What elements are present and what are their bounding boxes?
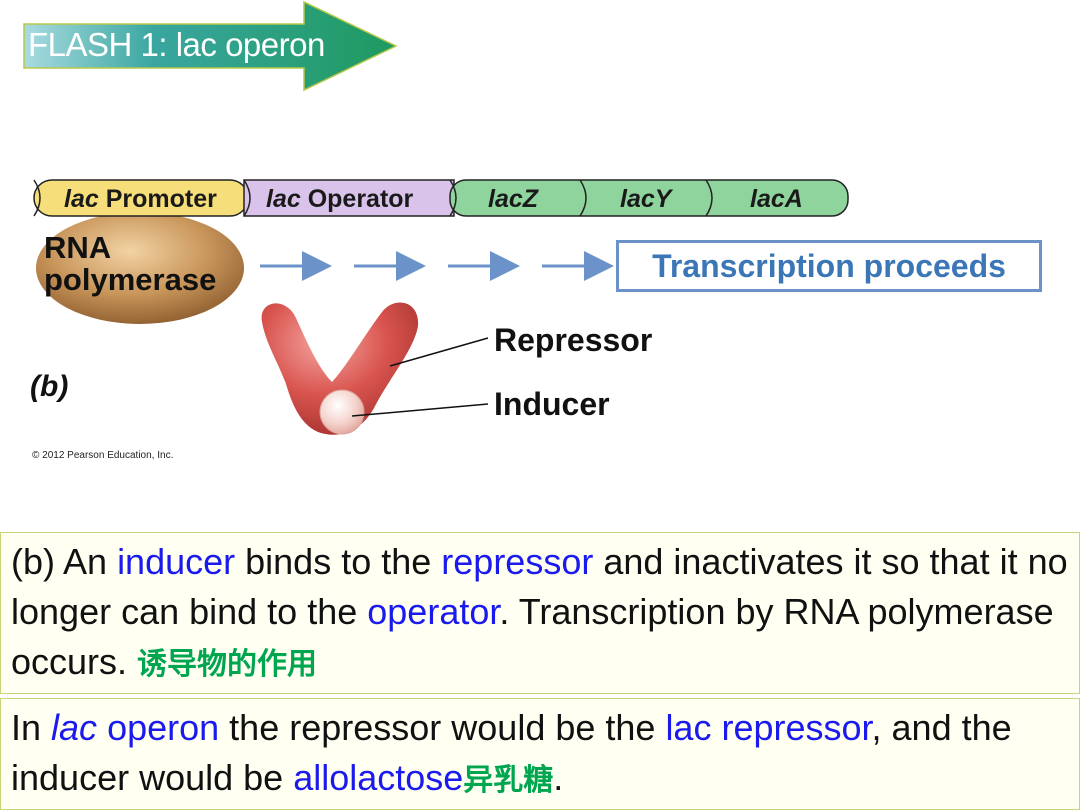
page-title: FLASH 1: lac operon: [28, 26, 325, 63]
transcription-label: Transcription proceeds: [652, 247, 1006, 284]
caption-text: and inactivates it so that it no longer …: [11, 541, 1068, 632]
caption-box-2: In lac operon the repressor would be the…: [0, 698, 1080, 810]
lac-operon-diagram: lac Promoter lac Operator lacZ lacY lacA: [33, 179, 849, 435]
laca-label: lacA: [750, 185, 803, 213]
caption-text: the repressor would be the: [219, 707, 666, 748]
lacy-label: lacY: [620, 185, 674, 213]
chinese-note-allolactose: 异乳糖: [463, 763, 554, 798]
caption-text: (b) An: [11, 541, 118, 582]
caption-box-1: (b) An inducer binds to the repressor an…: [0, 532, 1080, 694]
term-operon: operon: [97, 707, 220, 748]
repressor-leader-line: [389, 337, 489, 367]
caption-text: In: [11, 707, 52, 748]
caption-text: binds to the: [235, 541, 442, 582]
copyright-text: © 2012 Pearson Education, Inc.: [32, 450, 174, 461]
term-lac-repressor: lac repressor: [665, 707, 872, 748]
rna-polymerase-label: RNA polymerase: [44, 230, 217, 297]
inducer-shape: [319, 389, 365, 435]
term-inducer: inducer: [117, 541, 236, 582]
repressor-label: Repressor: [494, 322, 653, 358]
transcription-box: Transcription proceeds: [616, 240, 1042, 292]
promoter-label: lac Promoter: [64, 185, 217, 213]
banner-arrow-shape: [23, 0, 398, 92]
term-allolactose: allolactose: [293, 757, 464, 798]
term-repressor: repressor: [441, 541, 594, 582]
inducer-leader-line: [351, 403, 489, 417]
gene-bar: [33, 179, 849, 217]
term-lac: lac: [51, 707, 98, 748]
genes-segment: [449, 179, 849, 217]
inducer-label: Inducer: [494, 386, 610, 422]
operator-segment: [243, 179, 455, 217]
rna-polymerase-shape: [36, 212, 244, 324]
operator-label: lac Operator: [266, 185, 414, 213]
caption-text: . Transcription by RNA polymerase occurs…: [11, 591, 1054, 682]
chinese-note-inducer-role: 诱导物的作用: [137, 647, 318, 682]
lacz-label: lacZ: [488, 185, 540, 213]
repressor-shape: [261, 302, 419, 435]
caption-text: .: [553, 757, 564, 798]
title-banner: FLASH 1: lac operon: [22, 0, 398, 92]
term-operator: operator: [367, 591, 500, 632]
panel-label: (b): [30, 370, 69, 403]
caption-text: , and the inducer would be: [11, 707, 1012, 798]
